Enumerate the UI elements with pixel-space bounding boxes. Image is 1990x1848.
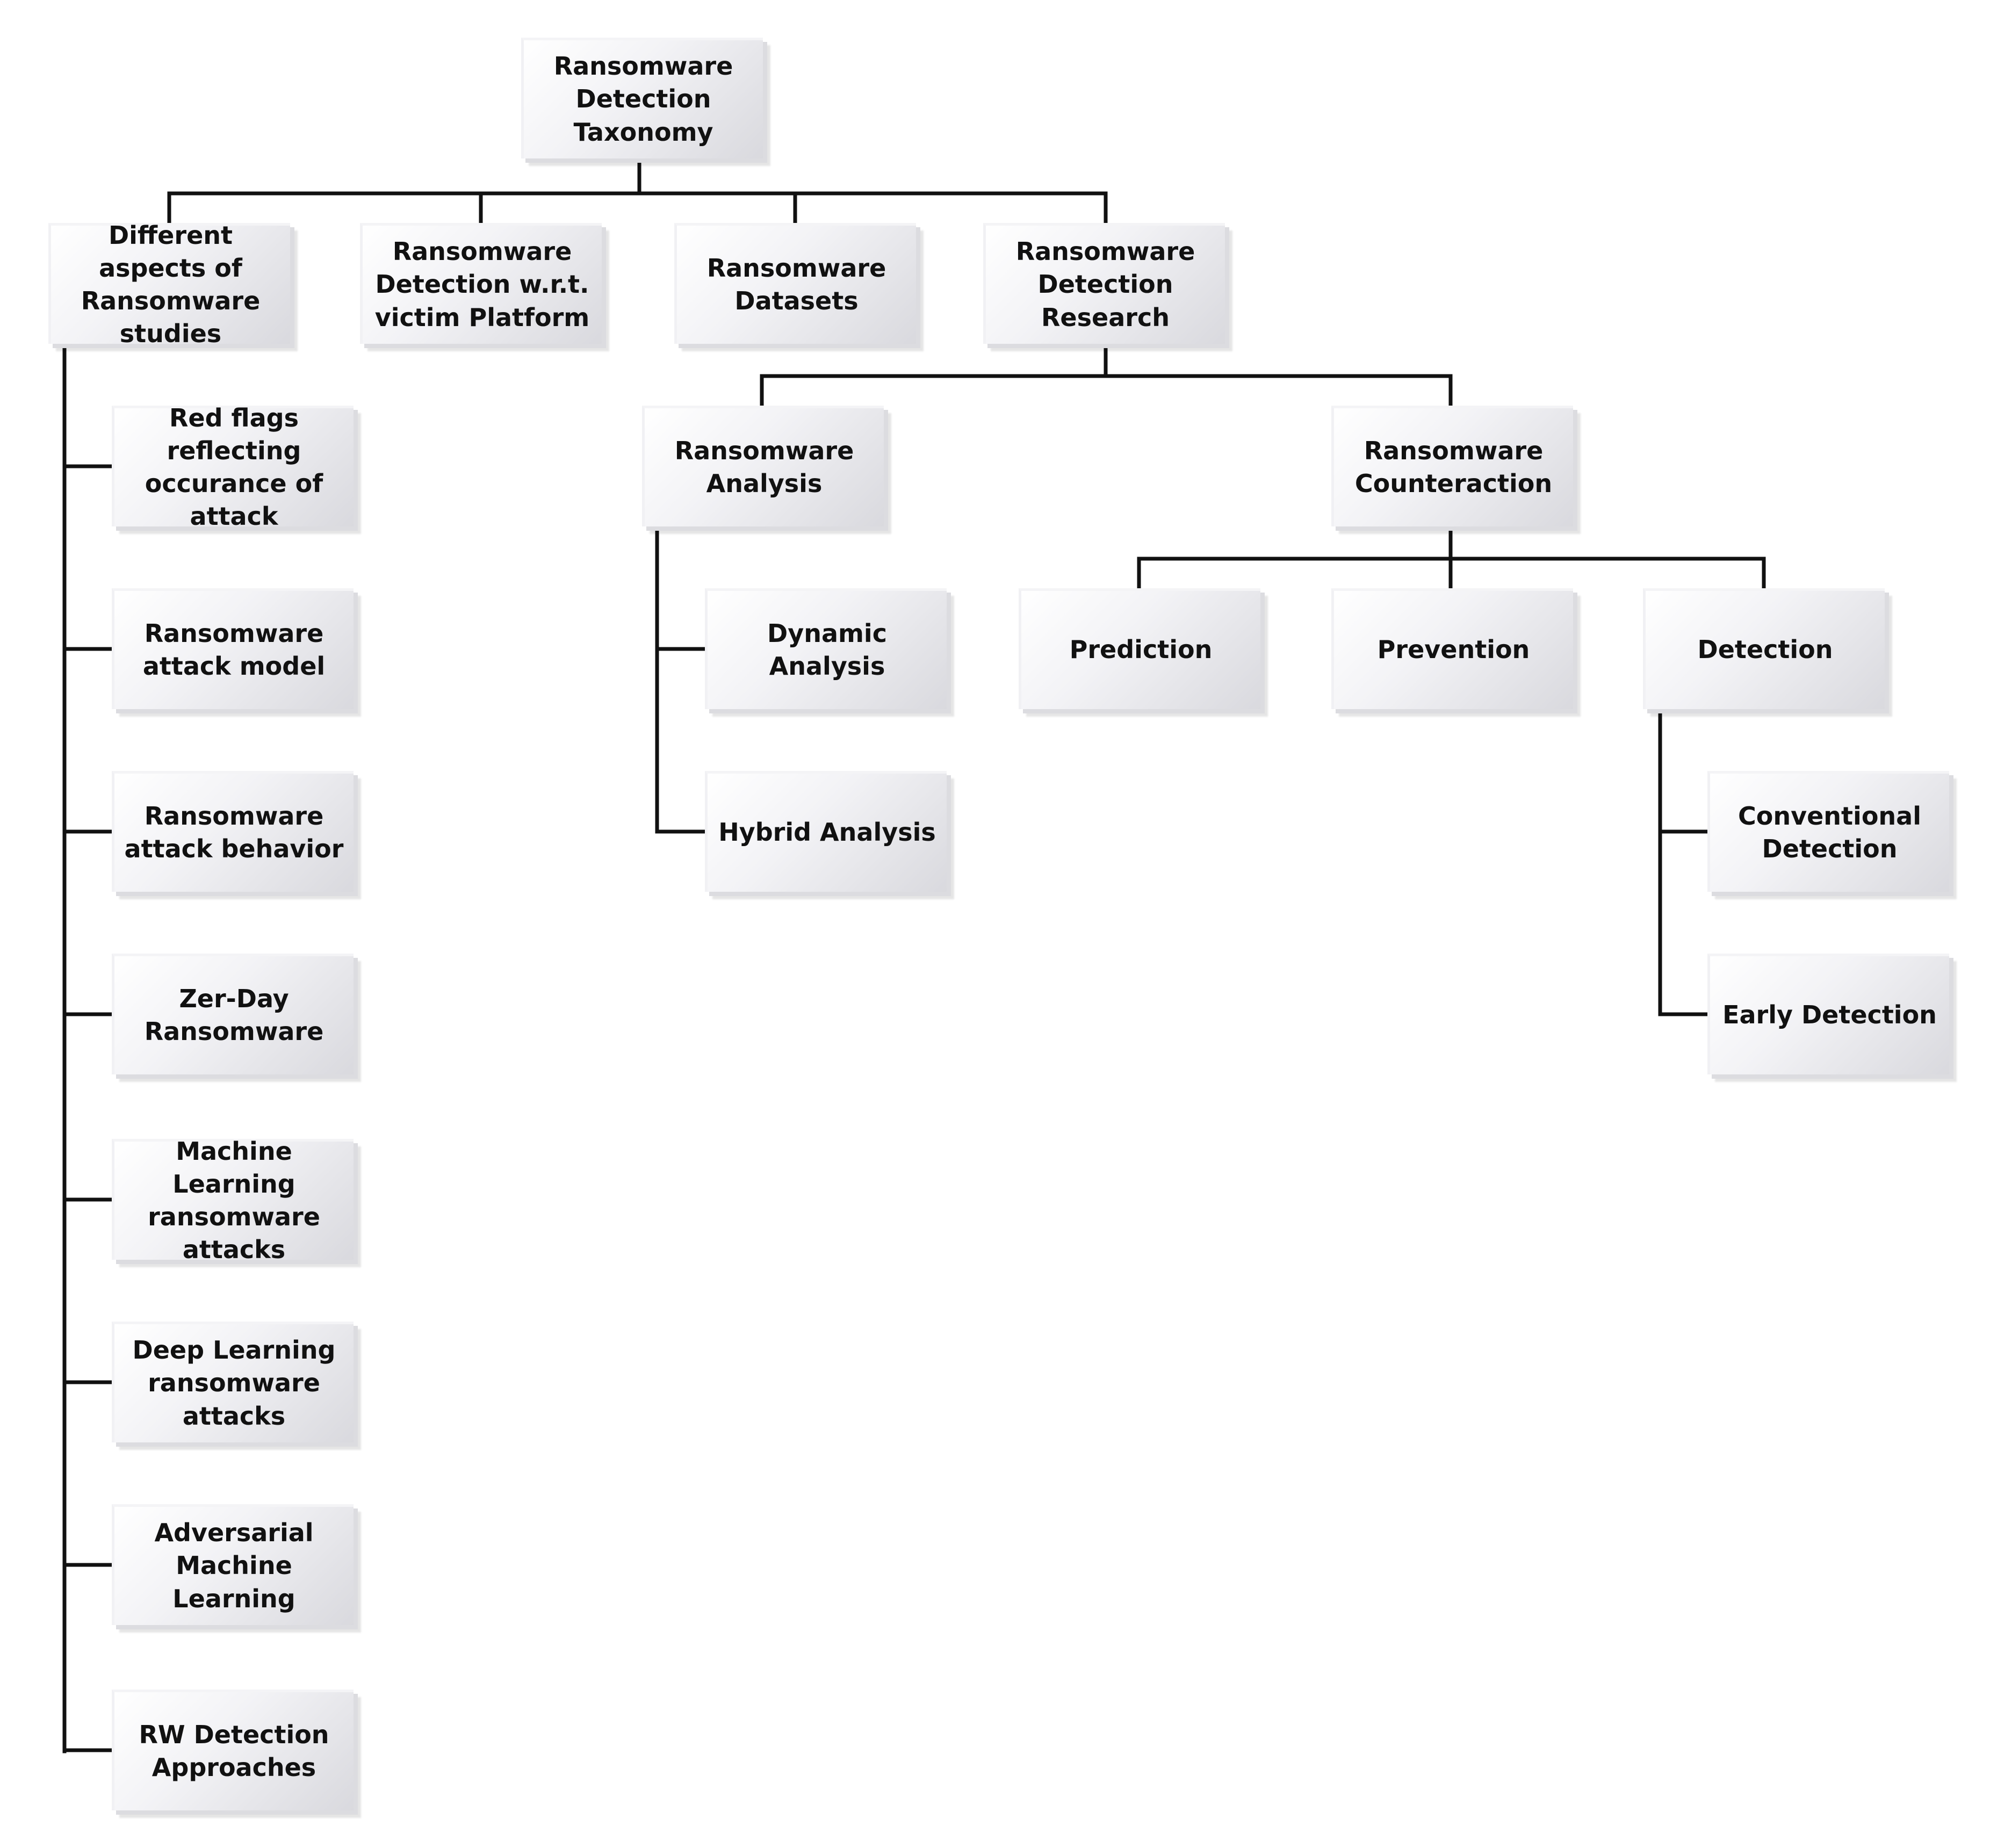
node-adversarial-ml: Adversarial Machine Learning	[112, 1504, 354, 1625]
node-dl-attacks: Deep Learning ransomware attacks	[112, 1322, 354, 1442]
node-detection: Detection	[1643, 588, 1885, 709]
node-prediction: Prediction	[1019, 588, 1260, 709]
node-rw-approaches: RW Detection Approaches	[112, 1690, 354, 1810]
node-datasets: Ransomware Datasets	[674, 223, 916, 344]
node-red-flags: Red flags reflecting occurance of attack	[112, 403, 354, 531]
node-attack-behavior: Ransomware attack behavior	[112, 771, 354, 892]
node-different-aspects: Different aspects of Ransomware studies	[48, 221, 290, 348]
node-victim-platform: Ransomware Detection w.r.t. victim Platf…	[360, 223, 602, 344]
node-root: Ransomware Detection Taxonomy	[521, 38, 763, 158]
node-dynamic-analysis: Dynamic Analysis	[705, 588, 947, 709]
node-conventional-detection: Conventional Detection	[1707, 771, 1949, 892]
node-attack-model: Ransomware attack model	[112, 588, 354, 709]
node-prevention: Prevention	[1331, 588, 1573, 709]
node-early-detection: Early Detection	[1707, 954, 1949, 1074]
node-analysis: Ransomware Analysis	[642, 406, 884, 526]
node-zero-day: Zer-Day Ransomware	[112, 954, 354, 1074]
node-ml-attacks: Machine Learning ransomware attacks	[112, 1137, 354, 1264]
node-counteraction: Ransomware Counteraction	[1331, 406, 1573, 526]
node-hybrid-analysis: Hybrid Analysis	[705, 771, 947, 892]
node-detection-research: Ransomware Detection Research	[983, 223, 1225, 344]
